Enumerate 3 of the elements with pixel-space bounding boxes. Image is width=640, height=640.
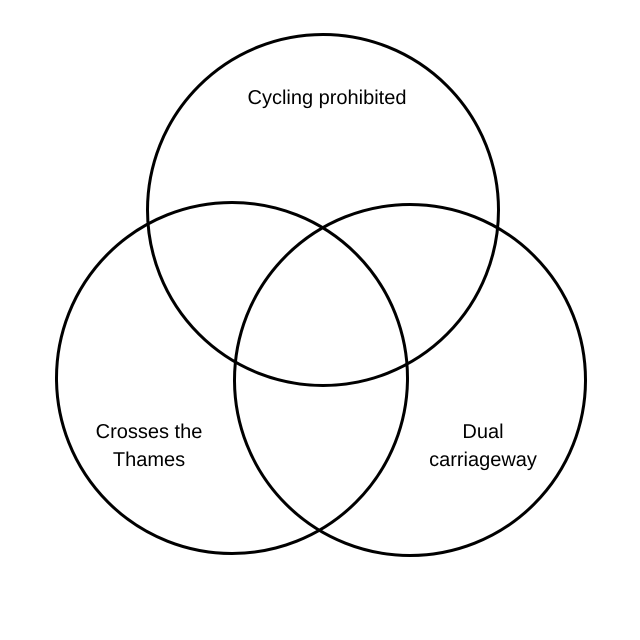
circle-label: Cycling prohibited — [246, 86, 408, 111]
circle-label: Crosses the Thames — [94, 420, 204, 473]
circle-label: Dual carriageway — [428, 420, 538, 473]
